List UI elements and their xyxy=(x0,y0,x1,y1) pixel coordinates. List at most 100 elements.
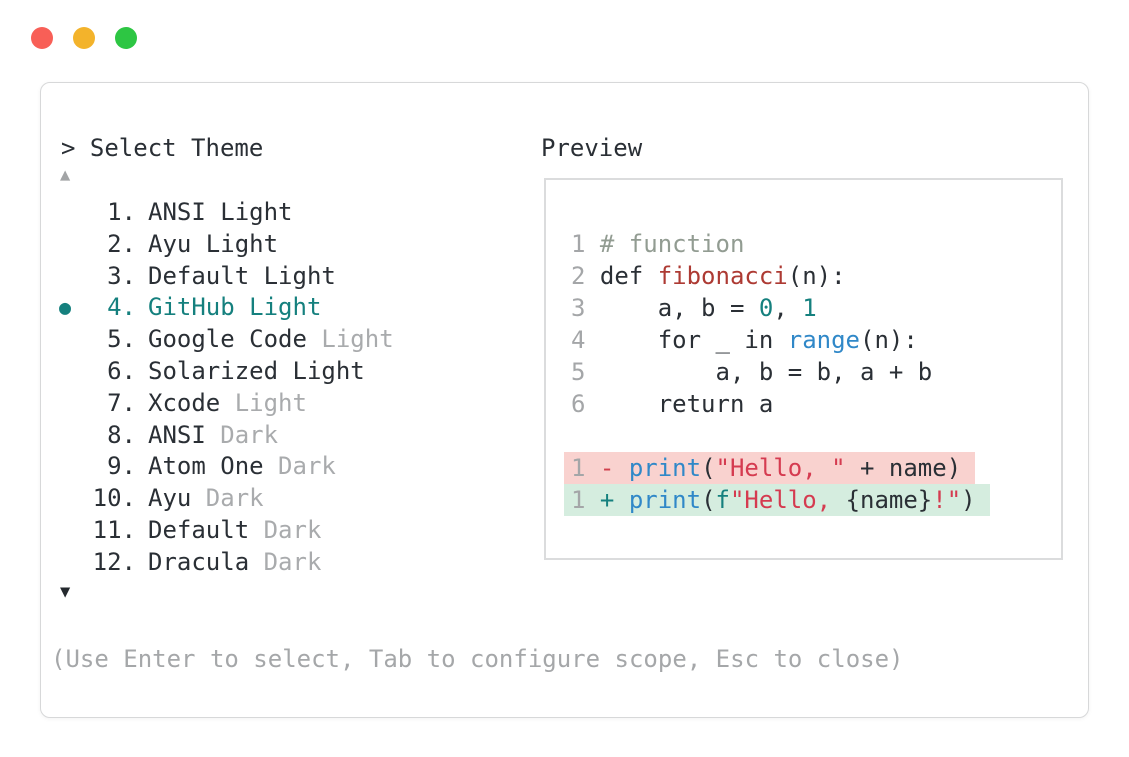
code-line: 1 # function xyxy=(546,228,1061,260)
selected-bullet-icon xyxy=(41,515,81,547)
theme-name: Default Light xyxy=(148,261,336,290)
selected-bullet-icon xyxy=(41,388,81,420)
selected-bullet-icon xyxy=(41,547,81,579)
code-line: 3 a, b = 0, 1 xyxy=(546,292,1061,324)
token-code: def xyxy=(599,262,658,290)
token-fn: fibonacci xyxy=(657,262,788,290)
code-line: 4 for _ in range(n): xyxy=(546,324,1061,356)
theme-item-google-code[interactable]: 5. Google Code Light xyxy=(41,324,521,356)
theme-item-atom-one[interactable]: 9.Atom One Dark xyxy=(41,451,521,483)
theme-name: Ayu Light xyxy=(148,229,279,258)
theme-item-ansi[interactable]: 8.ANSI Dark xyxy=(41,420,521,452)
token-ln: 1 xyxy=(571,486,600,514)
token-string: "Hello, " xyxy=(715,454,846,482)
selected-bullet-icon xyxy=(41,451,81,483)
theme-number: 6. xyxy=(107,356,136,385)
token-ln: 4 xyxy=(571,326,600,354)
token-code: for _ in xyxy=(599,326,788,354)
token-ln: 2 xyxy=(571,262,600,290)
theme-number: 12. xyxy=(92,547,136,576)
theme-number: 2. xyxy=(107,229,136,258)
theme-name: ANSI Light xyxy=(148,198,293,226)
selected-bullet-icon xyxy=(41,483,81,515)
theme-item-ansi-light[interactable]: 1.ANSI Light xyxy=(41,197,521,229)
diff-line-added: 1 + print(f"Hello, {name}!") xyxy=(564,484,990,516)
theme-name: ANSI xyxy=(148,420,206,449)
token-code: {name} xyxy=(845,486,933,514)
theme-variant: Dark xyxy=(249,547,322,576)
token-code: (n): xyxy=(860,326,918,354)
token-code: + name) xyxy=(845,454,962,482)
token-builtin: print xyxy=(628,486,702,514)
theme-item-solarized-light[interactable]: 6. Solarized Light xyxy=(41,356,521,388)
token-code: ( xyxy=(701,486,716,514)
close-button[interactable] xyxy=(31,27,53,49)
window-controls xyxy=(31,27,137,49)
theme-name: Atom One xyxy=(148,452,264,481)
theme-name: Google Code xyxy=(148,325,307,354)
token-builtin: range xyxy=(787,326,860,354)
token-code: return a xyxy=(599,390,774,418)
preview-label: Preview xyxy=(541,134,643,162)
theme-item-github-light[interactable]: ●4.GitHub Light xyxy=(41,292,521,324)
keyboard-hints: (Use Enter to select, Tab to configure s… xyxy=(51,645,904,673)
minimize-button[interactable] xyxy=(73,27,95,49)
theme-variant: Dark xyxy=(205,420,279,449)
selected-bullet-icon xyxy=(41,229,81,261)
token-string: "Hello, xyxy=(729,486,846,514)
token-ln: 3 xyxy=(571,294,600,322)
scroll-up-icon[interactable]: ▲ xyxy=(60,165,71,185)
code-line: 2 def fibonacci(n): xyxy=(546,260,1061,292)
theme-number: 11. xyxy=(92,515,136,544)
theme-number: 7. xyxy=(107,388,136,417)
zoom-button[interactable] xyxy=(115,27,137,49)
theme-name: Dracula xyxy=(148,547,250,576)
theme-item-default-light[interactable]: 3. Default Light xyxy=(41,261,521,293)
token-string: !" xyxy=(932,486,962,514)
diff-line-removed: 1 - print("Hello, " + name) xyxy=(564,452,976,484)
token-code: a, b = b, a + b xyxy=(599,358,933,386)
theme-item-ayu[interactable]: 10.Ayu Dark xyxy=(41,483,521,515)
scroll-down-icon[interactable]: ▼ xyxy=(60,582,71,602)
theme-name: Xcode xyxy=(148,388,221,417)
selected-bullet-icon xyxy=(41,197,81,229)
theme-number: 3. xyxy=(107,261,136,290)
token-ln: 1 xyxy=(571,230,600,258)
token-code: , xyxy=(773,294,803,322)
selected-bullet-icon xyxy=(41,261,81,293)
theme-item-xcode[interactable]: 7.Xcode Light xyxy=(41,388,521,420)
selected-bullet-icon xyxy=(41,324,81,356)
code-line: 5 a, b = b, a + b xyxy=(546,356,1061,388)
token-code xyxy=(571,422,585,450)
theme-name: Default xyxy=(148,515,250,544)
selected-bullet-icon: ● xyxy=(59,295,72,320)
theme-variant: Dark xyxy=(263,452,336,481)
token-plus: + xyxy=(599,486,629,514)
select-theme-prompt: > Select Theme xyxy=(61,134,264,162)
token-code: a, b = xyxy=(599,294,759,322)
token-code: (n): xyxy=(787,262,846,290)
theme-number: 10. xyxy=(92,484,136,513)
token-code: ( xyxy=(701,454,716,482)
token-ln: 5 xyxy=(571,358,600,386)
theme-variant: Dark xyxy=(249,515,322,544)
token-code: ) xyxy=(961,486,976,514)
theme-item-default[interactable]: 11. Default Dark xyxy=(41,515,521,547)
token-minus: - xyxy=(599,454,629,482)
token-num: 0 xyxy=(758,294,774,322)
token-ln: 6 xyxy=(571,390,600,418)
token-num: 1 xyxy=(802,294,817,322)
theme-name: Solarized Light xyxy=(148,356,365,385)
token-fpfx: f xyxy=(715,486,730,514)
token-builtin: print xyxy=(628,454,702,482)
theme-variant: Light xyxy=(306,325,394,354)
theme-number: 5. xyxy=(107,325,136,354)
theme-item-dracula[interactable]: 12. Dracula Dark xyxy=(41,547,521,579)
theme-name: GitHub Light xyxy=(148,293,322,322)
code-line xyxy=(546,420,1061,452)
theme-item-ayu-light[interactable]: 2. Ayu Light xyxy=(41,229,521,261)
